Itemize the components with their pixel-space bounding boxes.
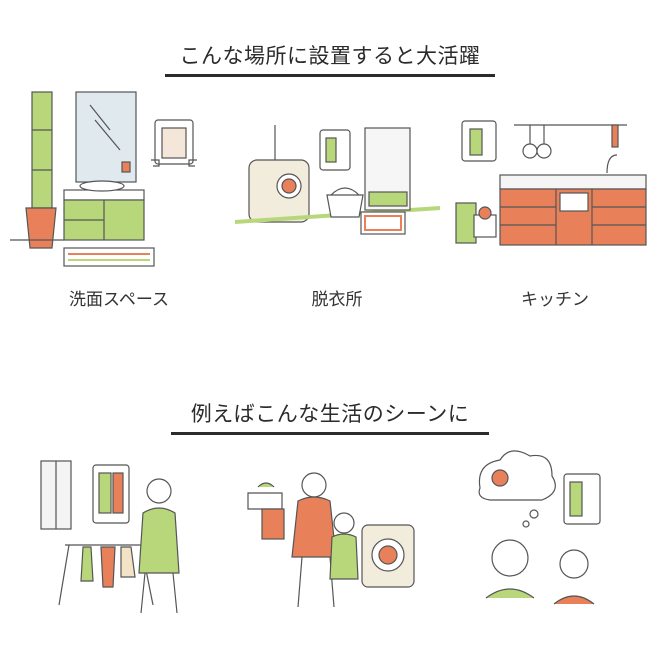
scenes-heading-text: 例えばこんな生活のシーンに xyxy=(190,402,470,426)
family-laundry-scene xyxy=(240,465,420,615)
places-heading-underline xyxy=(165,74,495,77)
happy-couple-scene xyxy=(470,448,620,608)
washroom-label: 洗面スペース xyxy=(69,290,169,310)
scenes-heading: 例えばこんな生活のシーンに xyxy=(0,398,660,435)
dressing-room-label: 脱衣所 xyxy=(311,290,363,310)
scenes-heading-underline xyxy=(171,432,489,435)
washroom-illustration xyxy=(10,90,210,275)
laundry-drying-scene xyxy=(35,455,195,615)
kitchen-label: キッチン xyxy=(521,290,589,310)
places-heading: こんな場所に設置すると大活躍 xyxy=(0,40,660,77)
dressing-room-illustration xyxy=(235,120,440,240)
kitchen-illustration xyxy=(452,115,652,250)
places-heading-text: こんな場所に設置すると大活躍 xyxy=(179,44,481,68)
